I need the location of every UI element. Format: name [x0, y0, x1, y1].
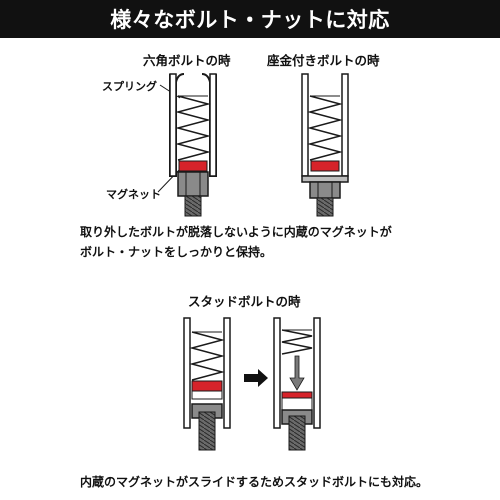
page-title: 様々なボルト・ナットに対応: [110, 8, 390, 32]
stud-bolt-socket-before: [183, 317, 231, 451]
spring-label: スプリング: [102, 80, 157, 93]
stud-description: 内蔵のマグネットがスライドするためスタッドボルトにも対応。: [80, 475, 429, 489]
arrow-right-icon: [244, 369, 268, 387]
description-line-1: 取り外したボルトが脱落しないように内蔵のマグネットが: [80, 225, 392, 239]
description-line-2: ボルト・ナットをしっかりと保持。: [80, 245, 273, 259]
header-banner: 様々なボルト・ナットに対応: [0, 0, 500, 38]
spring-icon: [175, 95, 211, 161]
magnet-leader-line: [157, 167, 182, 193]
stud-bolt-caption: スタッドボルトの時: [188, 294, 301, 309]
stud-bolt-socket-after: [273, 317, 321, 451]
washer-bolt-socket-diagram: [301, 73, 349, 217]
washer-bolt-caption: 座金付きボルトの時: [267, 53, 380, 68]
hex-bolt-socket-diagram: [169, 73, 217, 217]
magnet-icon: [178, 160, 208, 172]
arrow-down-icon: [289, 355, 305, 391]
magnet-label: マグネット: [106, 188, 161, 201]
hex-bolt-caption: 六角ボルトの時: [143, 53, 231, 68]
